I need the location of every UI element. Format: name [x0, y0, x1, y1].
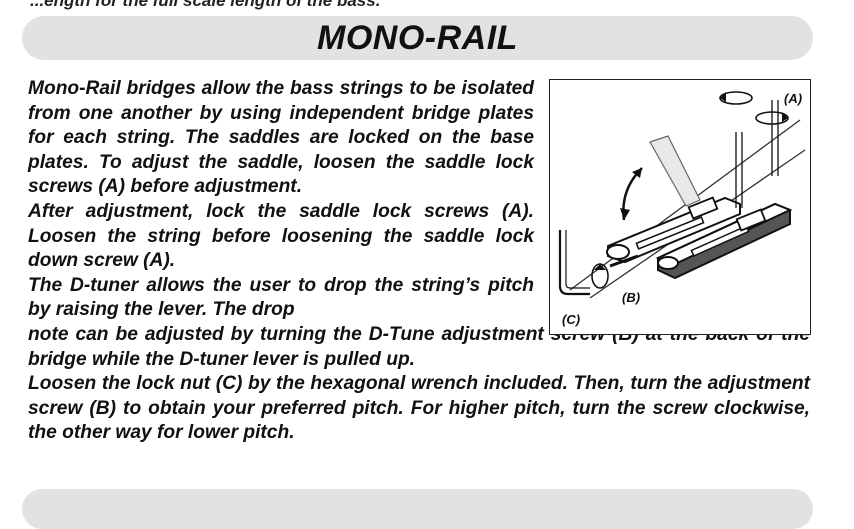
section-title-bar: MONO-RAIL [22, 16, 813, 60]
paragraph-d-tuner: The D-tuner allows the user to drop the … [28, 274, 534, 321]
label-c: (C) [562, 312, 581, 327]
label-b: (B) [622, 290, 641, 305]
paragraph-lock-nut: Loosen the lock nut (C) by the hexagonal… [28, 373, 810, 444]
label-a: (A) [784, 91, 803, 106]
paragraph-lock-screws: After adjustment, lock the saddle lock s… [28, 200, 534, 272]
previous-section-text-fragment: ...ength for the full scale length of th… [30, 0, 381, 10]
next-section-title-bar [22, 489, 813, 529]
bridge-illustration [558, 91, 806, 299]
section-title: MONO-RAIL [317, 19, 518, 57]
bridge-diagram: (A) (B) (C) [549, 79, 811, 335]
paragraph-intro: Mono-Rail bridges allow the bass strings… [28, 78, 534, 198]
